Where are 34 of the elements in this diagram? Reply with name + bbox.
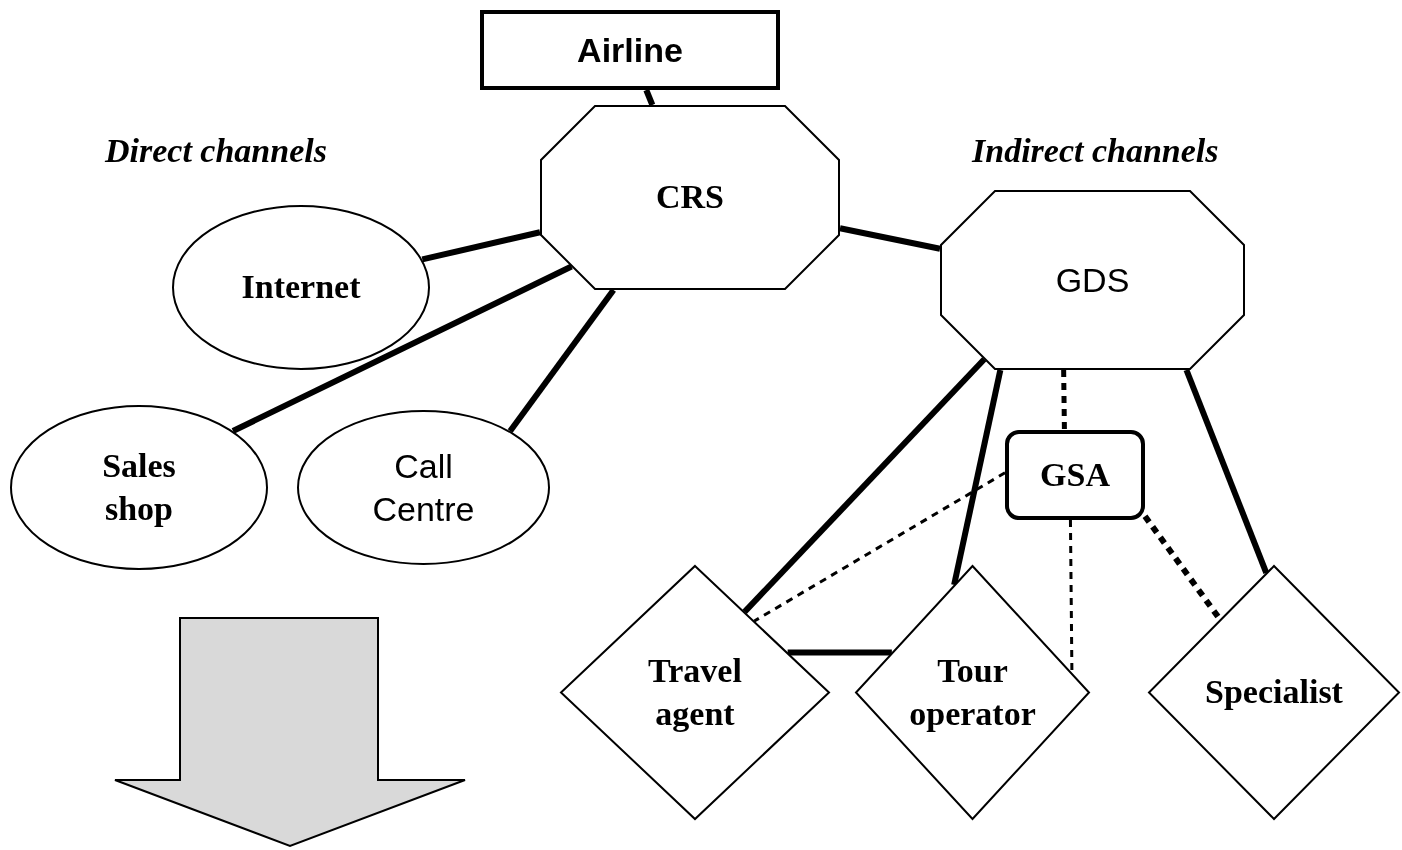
- node-label: Tour operator: [908, 651, 1037, 734]
- connector-line: [1183, 368, 1270, 574]
- node-label: CRS: [656, 177, 724, 218]
- node-label: Airline: [577, 29, 683, 71]
- connector-line: [839, 225, 941, 252]
- connector-line: [643, 88, 656, 107]
- section-heading: Direct channels: [105, 132, 327, 170]
- node-label: GSA: [1040, 454, 1110, 495]
- node-label: Internet: [241, 267, 361, 308]
- box-node: [480, 10, 780, 90]
- node-label: GDS: [1055, 259, 1130, 301]
- diamond-node: [560, 565, 830, 820]
- node-label: Call Centre: [371, 446, 476, 530]
- connector-line: [742, 357, 987, 614]
- node-label: Travel agent: [647, 651, 743, 734]
- connector-line: [951, 369, 1004, 586]
- ellipse-node: [10, 405, 268, 570]
- connector-line: [507, 288, 616, 433]
- rounded-box-node: [1005, 430, 1145, 520]
- dotted-connector: [1061, 369, 1067, 431]
- ellipse-node: [297, 410, 550, 565]
- diamond-node: [1148, 565, 1400, 820]
- octagon-node: [540, 105, 840, 290]
- diamond-node: [855, 565, 1090, 820]
- node-label: Specialist: [1205, 672, 1343, 713]
- octagon-node: [940, 190, 1245, 370]
- section-heading: Indirect channels: [972, 132, 1219, 170]
- dotted-connector: [753, 471, 1006, 623]
- ellipse-node: [172, 205, 430, 370]
- node-label: Sales shop: [101, 446, 177, 529]
- dotted-connector: [1068, 520, 1074, 673]
- connector-line: [787, 649, 892, 656]
- connector-line: [421, 229, 541, 263]
- connector-line: [231, 263, 573, 434]
